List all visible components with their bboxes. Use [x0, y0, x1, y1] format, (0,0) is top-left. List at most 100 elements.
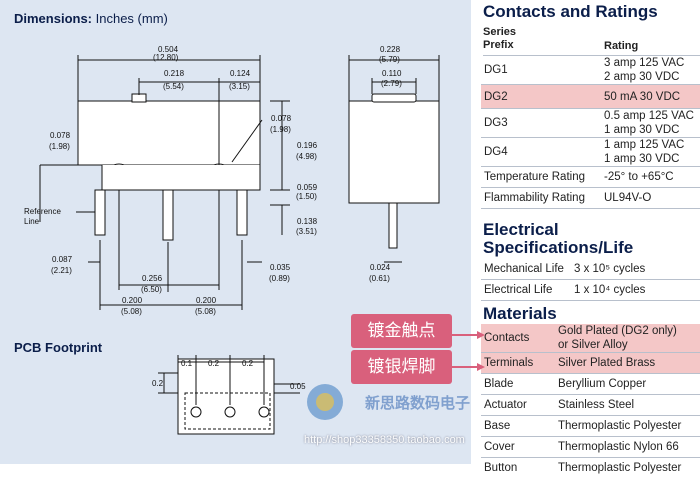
dim-d15-mm: (0.89)	[269, 274, 290, 283]
pcb-hole-3	[259, 407, 269, 417]
dim-d10: 0.138	[297, 217, 318, 226]
dim-d4: 0.228	[380, 45, 401, 54]
dim-d3: 0.124	[230, 69, 251, 78]
dim-d11: 0.087	[52, 255, 73, 264]
dim-d2-mm: (5.54)	[163, 82, 184, 91]
actuator-button	[132, 94, 146, 102]
dim-overall-width-mm: (12.80)	[153, 53, 179, 62]
material-label: Blade	[481, 374, 558, 395]
contacts-table-header: Series Prefix Rating	[483, 26, 700, 56]
dim-d9: 0.059	[297, 183, 318, 192]
pcb-outline	[178, 359, 274, 434]
row-prefix: DG4	[481, 138, 604, 167]
side-view-terminal	[389, 203, 397, 248]
material-value: Thermoplastic Nylon 66	[558, 437, 700, 458]
dim-d14: 0.200	[196, 296, 217, 305]
specs-panel: Contacts and Ratings Series Prefix Ratin…	[471, 0, 700, 464]
watermark: 新思路数码电子	[303, 378, 463, 428]
watermark-logo-icon	[303, 380, 347, 424]
dim-d16-mm: (0.61)	[369, 274, 390, 283]
row-prefix: DG2	[481, 85, 604, 109]
switch-body	[78, 101, 260, 165]
pcb-dim-3: 0.2	[242, 359, 254, 368]
pcb-dim-2: 0.2	[208, 359, 220, 368]
mech-value: 3 x 10⁵ cycles	[574, 259, 700, 280]
watermark-url: http://shop33358350.taobao.com	[304, 434, 465, 446]
contacts-heading: Contacts and Ratings	[483, 2, 658, 22]
terminals-label: Terminals	[481, 353, 558, 374]
dim-d7-mm: (1.98)	[270, 125, 291, 134]
material-label: Actuator	[481, 395, 558, 416]
table-row: Temperature Rating-25° to +65°C	[481, 167, 700, 188]
dim-d11-mm: (2.21)	[51, 266, 72, 275]
dim-d5-mm: (2.79)	[381, 79, 402, 88]
side-view-body	[349, 101, 439, 203]
dim-d13: 0.200	[122, 296, 143, 305]
dim-d5: 0.110	[382, 69, 402, 78]
col-prefix: Prefix	[483, 39, 700, 52]
dim-d4-mm: (5.79)	[379, 55, 400, 64]
dim-d15: 0.035	[270, 263, 291, 272]
row-prefix: DG1	[481, 56, 604, 85]
elec-label: Electrical Life	[481, 280, 574, 301]
dim-d12-mm: (6.50)	[141, 285, 162, 294]
material-label: Button	[481, 458, 558, 478]
dim-d3-mm: (3.15)	[229, 82, 250, 91]
pcb-hole-2	[225, 407, 235, 417]
dim-d10-mm: (3.51)	[296, 227, 317, 236]
terminals-value: Silver Plated Brass	[558, 353, 700, 374]
materials-heading: Materials	[483, 304, 557, 324]
dim-d8: 0.196	[297, 141, 318, 150]
terminal-left	[95, 190, 105, 235]
elec-value: 1 x 10⁴ cycles	[574, 280, 700, 301]
pcb-dim-1: 0.1	[181, 359, 193, 368]
reference-line-label: Reference	[24, 207, 61, 216]
callout-arrows	[451, 325, 485, 375]
row-rating: 50 mA 30 VDC	[604, 85, 700, 109]
watermark-name: 新思路数码电子	[365, 392, 470, 413]
dim-d13-mm: (5.08)	[121, 307, 142, 316]
material-value: Thermoplastic Polyester	[558, 458, 700, 478]
temp-label: Temperature Rating	[481, 167, 604, 188]
terminal-middle	[163, 190, 173, 240]
dim-d16: 0.024	[370, 263, 391, 272]
callout-gold-plated: 镀金触点	[351, 314, 452, 348]
material-label: Cover	[481, 437, 558, 458]
contacts-value: Gold Plated (DG2 only)or Silver Alloy	[558, 324, 700, 353]
material-value: Beryllium Copper	[558, 374, 700, 395]
material-value: Stainless Steel	[558, 395, 700, 416]
dim-d2: 0.218	[164, 69, 185, 78]
flam-value: UL94V-O	[604, 188, 700, 209]
pcb-dim-4: 0.2	[152, 379, 164, 388]
dim-d6-mm: (1.98)	[49, 142, 70, 151]
dim-d9-mm: (1.50)	[296, 192, 317, 201]
pcb-footprint-heading: PCB Footprint	[14, 340, 102, 355]
flam-label: Flammability Rating	[481, 188, 604, 209]
material-value: Thermoplastic Polyester	[558, 416, 700, 437]
dim-d6: 0.078	[50, 131, 71, 140]
col-rating: Rating	[604, 40, 638, 53]
mech-label: Mechanical Life	[481, 259, 574, 280]
temp-value: -25° to +65°C	[604, 167, 700, 188]
material-label: Base	[481, 416, 558, 437]
dim-d14-mm: (5.08)	[195, 307, 216, 316]
terminal-right	[237, 190, 247, 235]
